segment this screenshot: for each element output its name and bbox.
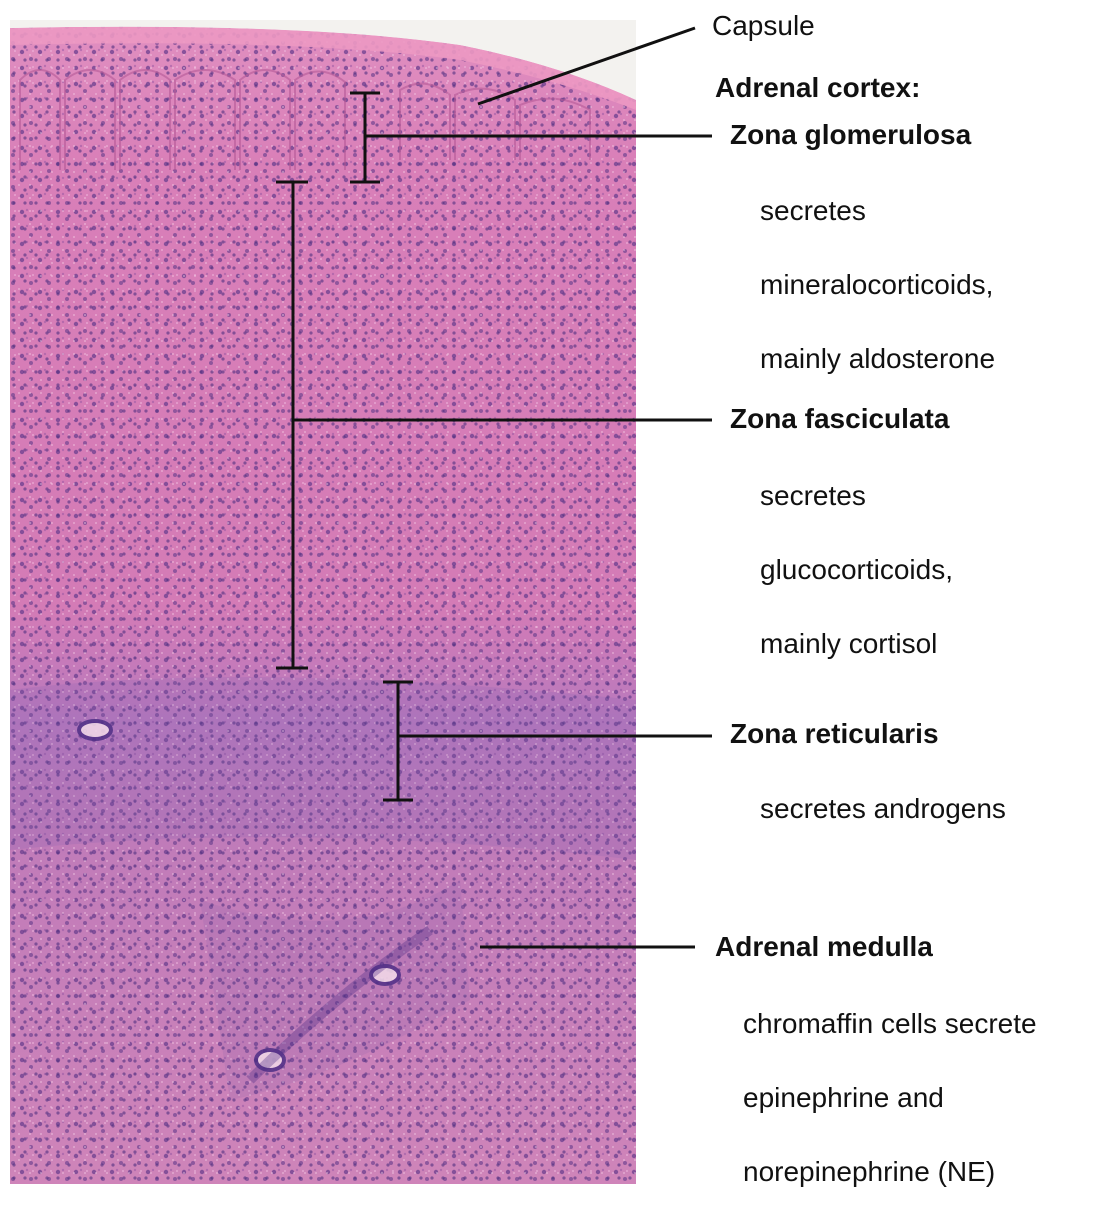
zone-brackets <box>276 91 413 802</box>
glomerulosa-line-3: mainly aldosterone <box>760 343 996 374</box>
medulla-title: Adrenal medulla <box>715 931 933 962</box>
medulla-line-1: chromaffin cells secrete <box>743 1008 1037 1039</box>
medulla-desc: chromaffin cells secrete epinephrine and… <box>743 968 1037 1227</box>
fasciculata-line-1: secretes <box>760 480 866 511</box>
medulla-line-2: epinephrine and <box>743 1082 944 1113</box>
cortex-heading: Adrenal cortex: <box>715 72 921 103</box>
reticularis-title: Zona reticularis <box>730 718 939 749</box>
capsule-label: Capsule <box>712 10 815 41</box>
fasciculata-desc: secretes glucocorticoids, mainly cortiso… <box>760 440 953 699</box>
fasciculata-line-3: mainly cortisol <box>760 628 938 659</box>
adrenal-micrograph <box>10 20 712 1184</box>
glomerulosa-line-2: mineralocorticoids, <box>760 269 994 300</box>
fasciculata-line-2: glucocorticoids, <box>760 554 953 585</box>
reticularis-line-1: secretes androgens <box>760 793 1006 824</box>
fasciculata-title: Zona fasciculata <box>730 403 950 434</box>
capsule-layer <box>10 26 636 110</box>
reticularis-desc: secretes androgens <box>760 753 1006 864</box>
glomerulosa-title: Zona glomerulosa <box>730 119 972 150</box>
glomerulosa-desc: secretes mineralocorticoids, mainly aldo… <box>760 155 995 414</box>
glomerulosa-line-1: secretes <box>760 195 866 226</box>
leader-lines <box>293 26 712 949</box>
medulla-line-3: norepinephrine (NE) <box>743 1156 996 1187</box>
